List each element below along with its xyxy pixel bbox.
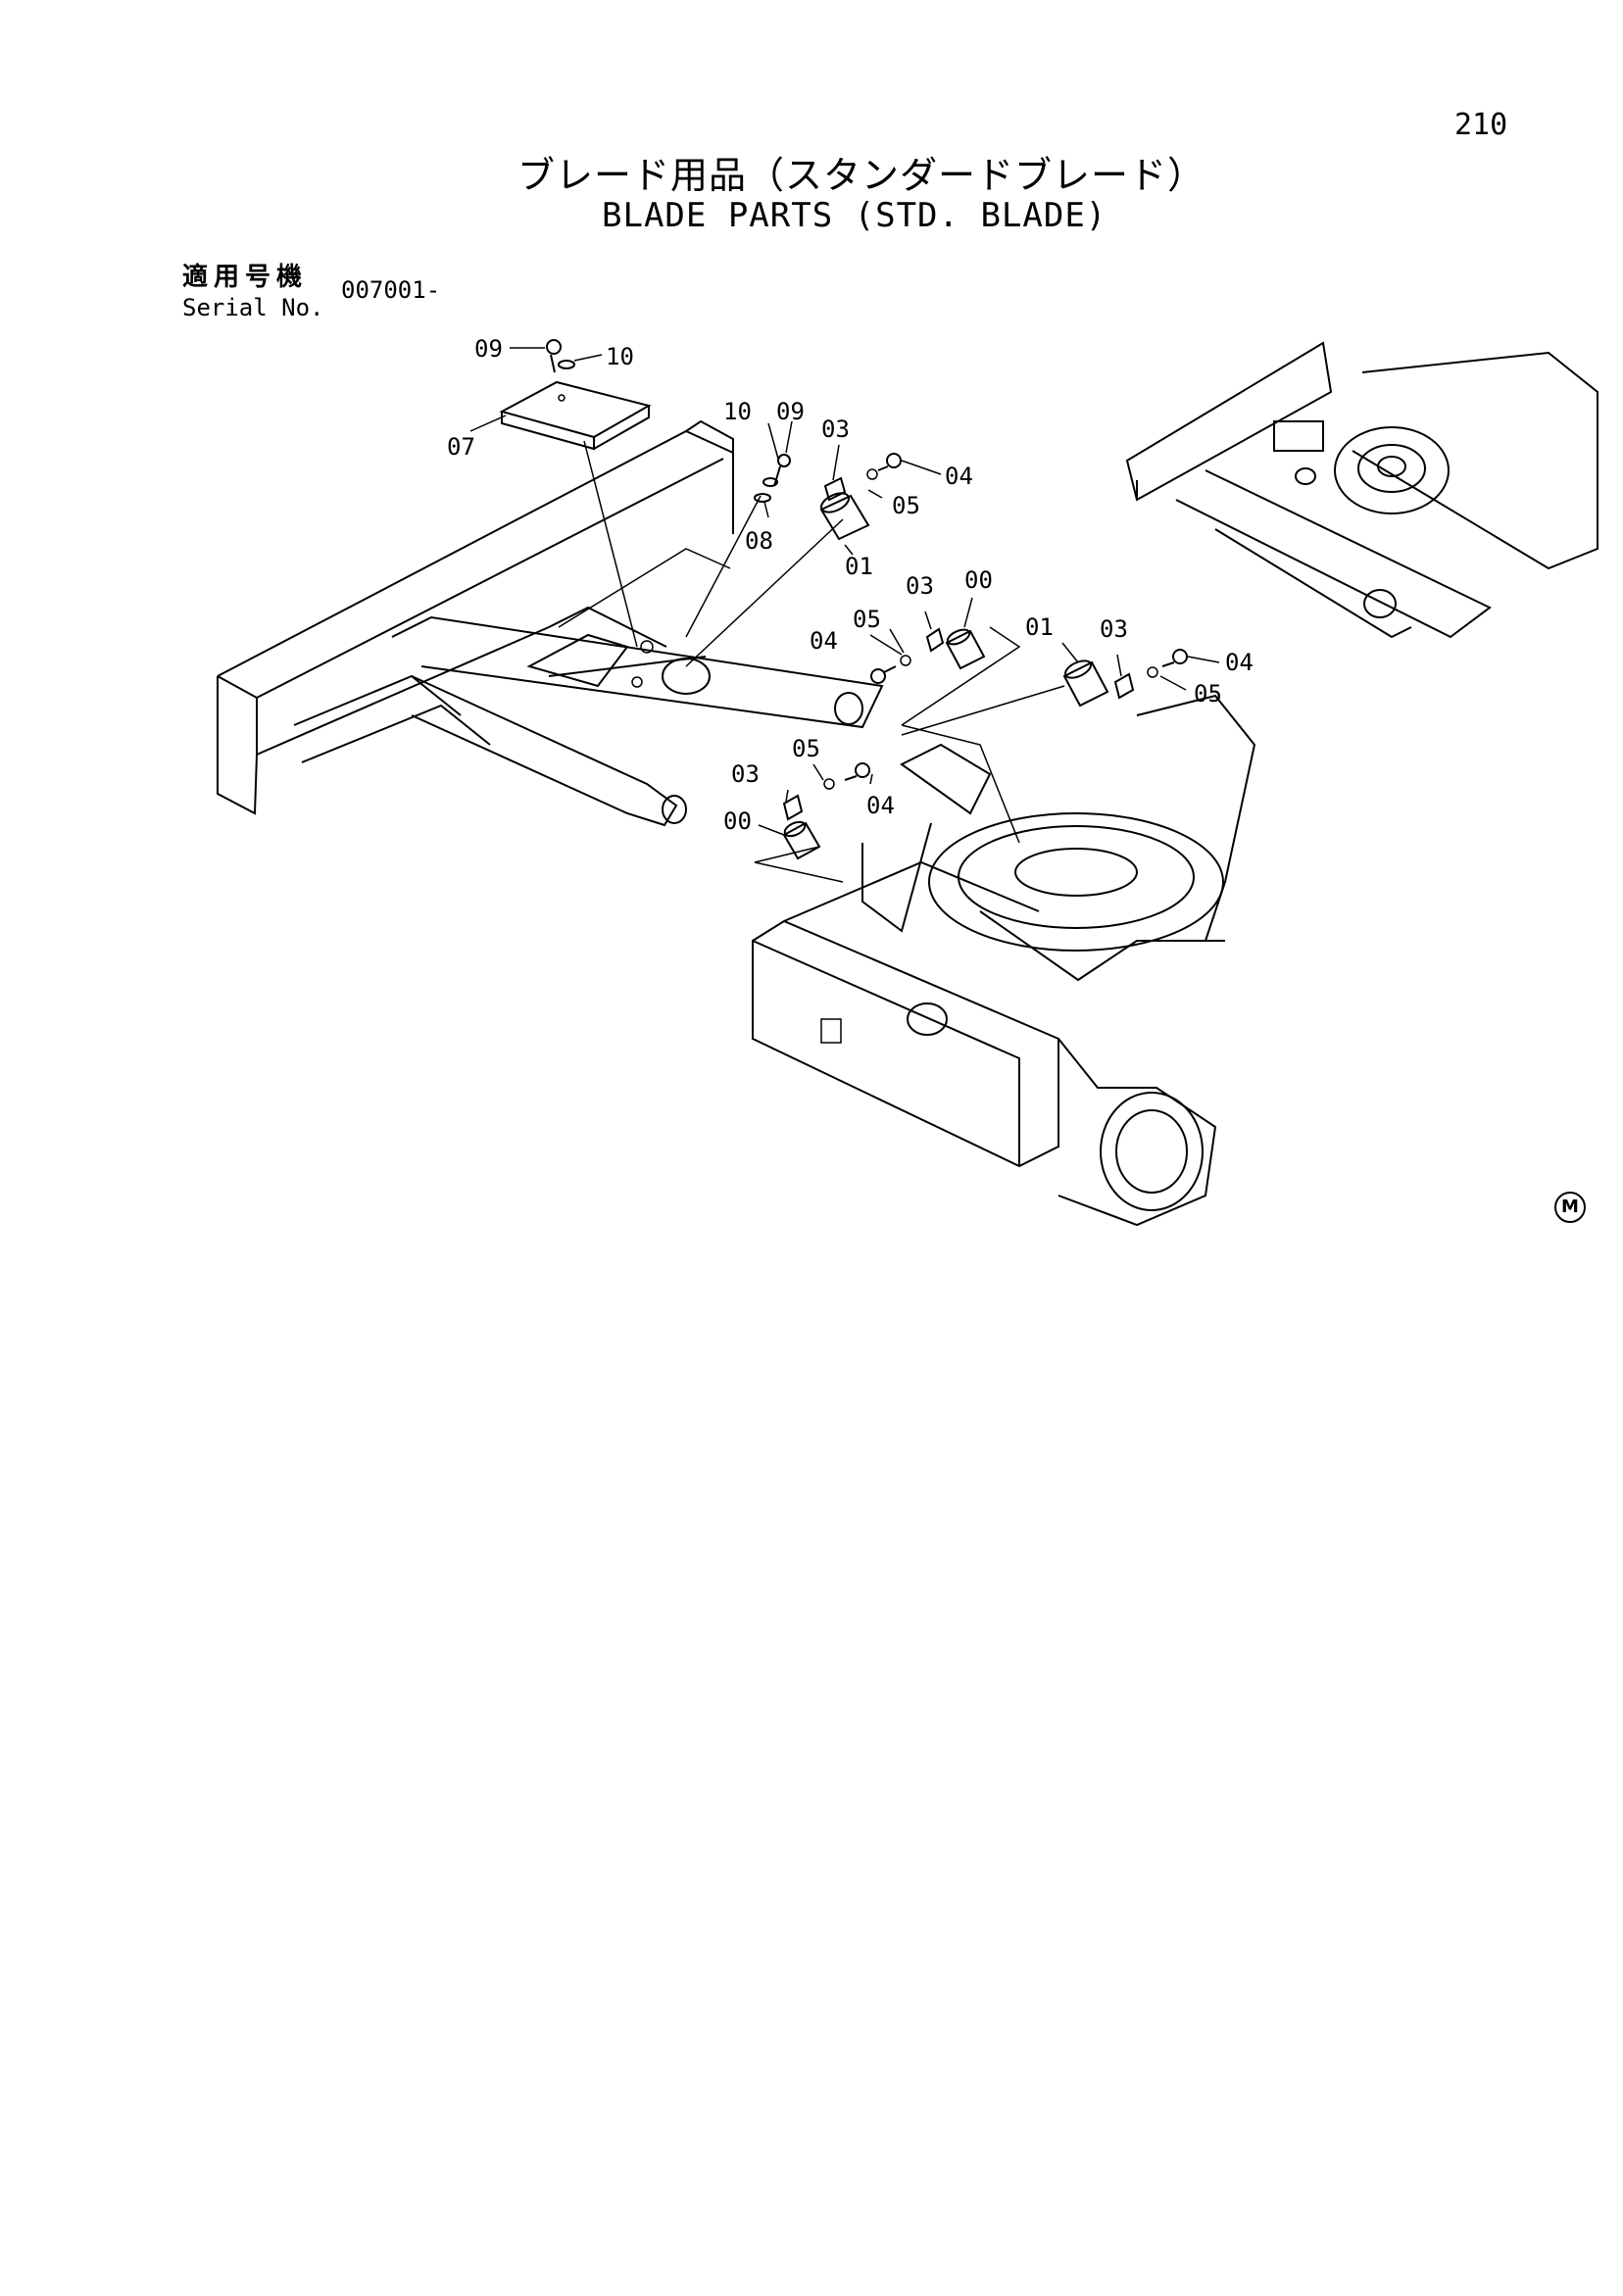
cover-plate-07 bbox=[499, 380, 652, 451]
lock-plate-03-a bbox=[823, 476, 847, 502]
callout-04-d: 04 bbox=[866, 792, 895, 819]
callout-04-b: 04 bbox=[810, 627, 838, 655]
callout-00-b: 00 bbox=[723, 807, 752, 835]
callout-10-top: 10 bbox=[606, 343, 634, 370]
pin-01-right bbox=[1062, 659, 1109, 708]
callout-08: 08 bbox=[745, 527, 773, 555]
serial-label-japanese: 適用号機 bbox=[182, 263, 309, 292]
lock-plate-03-c bbox=[1113, 672, 1135, 700]
lock-plate-03-b bbox=[925, 627, 945, 653]
washer-05-a bbox=[866, 468, 878, 480]
undercarriage-frame-drawing bbox=[752, 694, 1256, 1227]
callout-09-right: 09 bbox=[776, 398, 805, 425]
serial-number-value: 007001- bbox=[341, 276, 441, 304]
page-number: 210 bbox=[1454, 108, 1508, 142]
washer-05-c bbox=[1147, 666, 1158, 678]
pin-00-lower bbox=[782, 820, 821, 860]
m-mark-symbol: M bbox=[1554, 1192, 1586, 1223]
bolt-04-d bbox=[844, 762, 870, 781]
page-title-japanese: ブレード用品（スタンダードブレード） bbox=[517, 154, 1206, 197]
callout-09-top: 09 bbox=[474, 335, 503, 363]
callout-05-d: 05 bbox=[792, 735, 820, 762]
callout-05-c: 05 bbox=[1194, 680, 1222, 708]
callout-10-right: 10 bbox=[723, 398, 752, 425]
callout-03-a: 03 bbox=[821, 415, 850, 443]
callout-03-c: 03 bbox=[1100, 615, 1128, 643]
serial-label-english: Serial No. bbox=[182, 294, 324, 321]
washer-08 bbox=[754, 493, 771, 503]
callout-03-b: 03 bbox=[906, 572, 934, 600]
washer-05-b bbox=[900, 655, 911, 666]
callout-03-d: 03 bbox=[731, 760, 760, 788]
callout-05-b: 05 bbox=[853, 606, 881, 633]
washer-10-right bbox=[762, 477, 778, 487]
washer-05-d bbox=[823, 778, 835, 790]
bolt-04-b bbox=[870, 665, 897, 684]
callout-00-a: 00 bbox=[964, 566, 993, 594]
callout-04-c: 04 bbox=[1225, 649, 1254, 676]
pin-01-upper bbox=[819, 492, 870, 541]
callout-07: 07 bbox=[447, 433, 475, 461]
bolt-04-a bbox=[877, 453, 902, 471]
callout-04-a: 04 bbox=[945, 463, 973, 490]
blade-assembly-drawing bbox=[217, 419, 884, 827]
leader-lines bbox=[469, 347, 1220, 883]
washer-10-top bbox=[558, 360, 575, 369]
pin-00-middle bbox=[945, 628, 986, 670]
callout-01-b: 01 bbox=[1025, 613, 1054, 641]
machine-overview-inset bbox=[1125, 341, 1598, 639]
bolt-04-c bbox=[1161, 649, 1188, 667]
page-title-english: BLADE PARTS (STD. BLADE) bbox=[602, 196, 1107, 235]
callout-01-a: 01 bbox=[845, 553, 873, 580]
lock-plate-03-d bbox=[782, 794, 804, 821]
bolt-09-right bbox=[773, 454, 791, 487]
bolt-09-top bbox=[546, 339, 562, 373]
callout-05-a: 05 bbox=[892, 492, 920, 519]
